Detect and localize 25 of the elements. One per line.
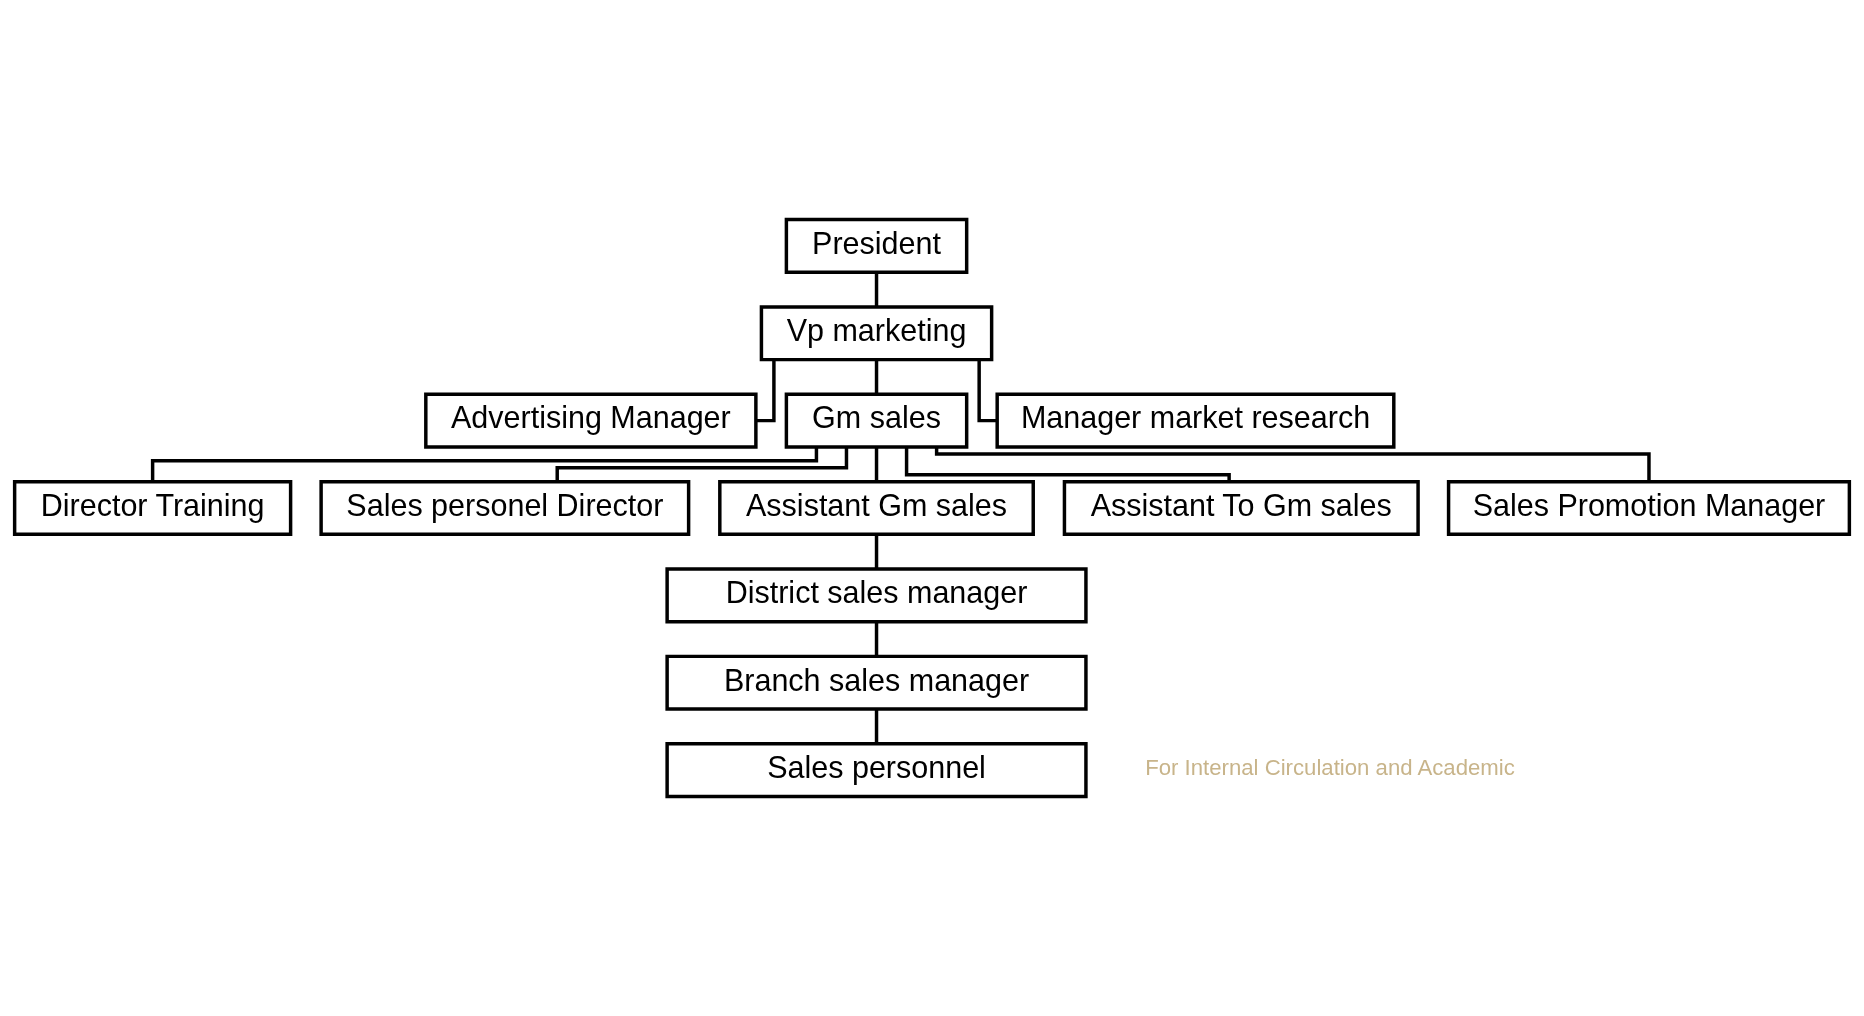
node-box: Director Training xyxy=(12,479,293,537)
node-box: Advertising Manager xyxy=(424,392,758,449)
connector xyxy=(874,709,879,744)
node-box: Vp marketing xyxy=(759,305,994,362)
node-box: Manager market research xyxy=(995,392,1396,449)
node-box: President xyxy=(784,217,969,274)
connector xyxy=(874,622,879,657)
node-box: District sales manager xyxy=(665,567,1088,624)
node-box: Sales Promotion Manager xyxy=(1446,479,1852,537)
node-box: Gm sales xyxy=(784,392,969,449)
node-box: Assistant To Gm sales xyxy=(1062,479,1420,537)
connector xyxy=(555,447,849,482)
connector xyxy=(874,447,879,482)
connector xyxy=(904,447,1231,482)
node-box: Sales personnel xyxy=(665,742,1088,799)
connector xyxy=(150,447,819,482)
node-box: Branch sales manager xyxy=(665,654,1088,711)
node-box: Assistant Gm sales xyxy=(718,479,1035,537)
connector xyxy=(874,272,879,307)
connector xyxy=(756,359,776,423)
connector xyxy=(874,359,879,395)
node-box: Sales personel Director xyxy=(319,479,691,537)
connector xyxy=(977,359,997,423)
connector xyxy=(874,534,879,569)
label: For Internal Circulation and Academic xyxy=(1145,755,1515,781)
